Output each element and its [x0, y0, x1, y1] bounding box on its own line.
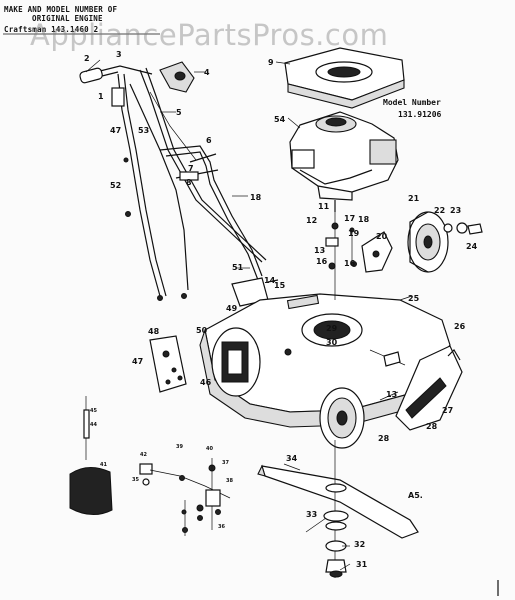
callout-18b: 18 [358, 215, 370, 224]
callout-38: 38 [226, 478, 233, 484]
callout-1: 1 [98, 92, 104, 101]
callout-47b: 47 [110, 126, 121, 135]
callout-13b: 13 [386, 390, 397, 399]
wheel-cap [443, 223, 453, 233]
callout-11: 11 [318, 202, 330, 211]
rear-shield [149, 335, 187, 393]
callout-2: 2 [84, 54, 90, 63]
callout-7: 7 [188, 164, 194, 173]
callout-33: 33 [306, 510, 317, 519]
callout-36: 36 [218, 524, 225, 530]
callout-12: 12 [306, 216, 317, 225]
model-number-value: 131.91206 [398, 110, 442, 119]
callout-9: 9 [268, 58, 274, 67]
callout-5: 5 [176, 108, 182, 117]
callout-20: 20 [376, 232, 388, 241]
callout-40: 40 [206, 446, 213, 452]
model-number-label: Model Number [383, 98, 441, 107]
wheel-front-right [407, 211, 449, 273]
leader-lines [85, 59, 413, 571]
callout-16b: 16 [344, 259, 356, 268]
callout-30: 30 [326, 338, 338, 347]
callout-6: 6 [206, 136, 212, 145]
callout-21: 21 [408, 194, 420, 203]
callout-16: 16 [316, 257, 328, 266]
wheel-front-left [211, 327, 261, 397]
callout-4: 4 [204, 68, 210, 77]
callout-35: 35 [132, 477, 139, 483]
callout-49: 49 [226, 304, 238, 313]
callout-34: 34 [286, 454, 298, 463]
callout-54: 54 [274, 115, 286, 124]
footnote-a5: A5. [408, 491, 423, 500]
callout-47: 47 [132, 357, 143, 366]
callout-31: 31 [356, 560, 368, 569]
center-hardware [325, 212, 357, 300]
engine-header-line1: MAKE AND MODEL NUMBER OF [4, 5, 118, 14]
callout-46: 46 [200, 378, 212, 387]
callout-15: 15 [274, 281, 286, 290]
callout-22: 22 [434, 206, 445, 215]
callout-50: 50 [196, 326, 208, 335]
callout-32: 32 [354, 540, 365, 549]
wheel-bolt [467, 223, 483, 235]
callout-41: 41 [100, 462, 107, 468]
callout-26: 26 [454, 322, 466, 331]
callout-17: 17 [344, 214, 355, 223]
callout-19: 19 [348, 229, 360, 238]
callout-23: 23 [450, 206, 461, 215]
callout-52: 52 [110, 181, 121, 190]
watermark: AppliancePartsPros.com [30, 18, 389, 52]
engine-shroud [284, 47, 405, 109]
callout-25: 25 [408, 294, 420, 303]
callout-3: 3 [116, 50, 122, 59]
engine-header-line2: ORIGINAL ENGINE [32, 14, 103, 23]
callout-labels: 1 2 3 4 5 6 7 8 9 11 12 13 14 15 16 17 1… [84, 50, 478, 569]
callout-27: 27 [442, 406, 453, 415]
callout-24: 24 [466, 242, 478, 251]
callout-45: 45 [90, 408, 97, 414]
callout-28b: 28 [378, 434, 390, 443]
callout-51: 51 [232, 263, 244, 272]
engine-header-line3: Craftsman 143.1460 2 [4, 25, 99, 34]
mower-deck [199, 293, 451, 428]
callout-44: 44 [90, 422, 97, 428]
engine-control-hardware [69, 396, 231, 536]
wheel-rear [319, 387, 365, 449]
callout-29: 29 [326, 324, 338, 333]
handle-assembly [79, 61, 267, 301]
callout-48: 48 [148, 327, 160, 336]
callout-37: 37 [222, 460, 229, 466]
callout-53: 53 [138, 126, 149, 135]
callout-18: 18 [250, 193, 262, 202]
callout-28: 28 [426, 422, 438, 431]
discharge-chute [379, 345, 463, 431]
callout-14: 14 [264, 276, 276, 285]
engine-assembly [289, 111, 399, 212]
callout-39: 39 [176, 444, 183, 450]
blade-assembly [257, 440, 419, 578]
wheel-washer [456, 222, 468, 234]
callout-13: 13 [314, 246, 325, 255]
callout-42: 42 [140, 452, 147, 458]
callout-8: 8 [186, 178, 192, 187]
